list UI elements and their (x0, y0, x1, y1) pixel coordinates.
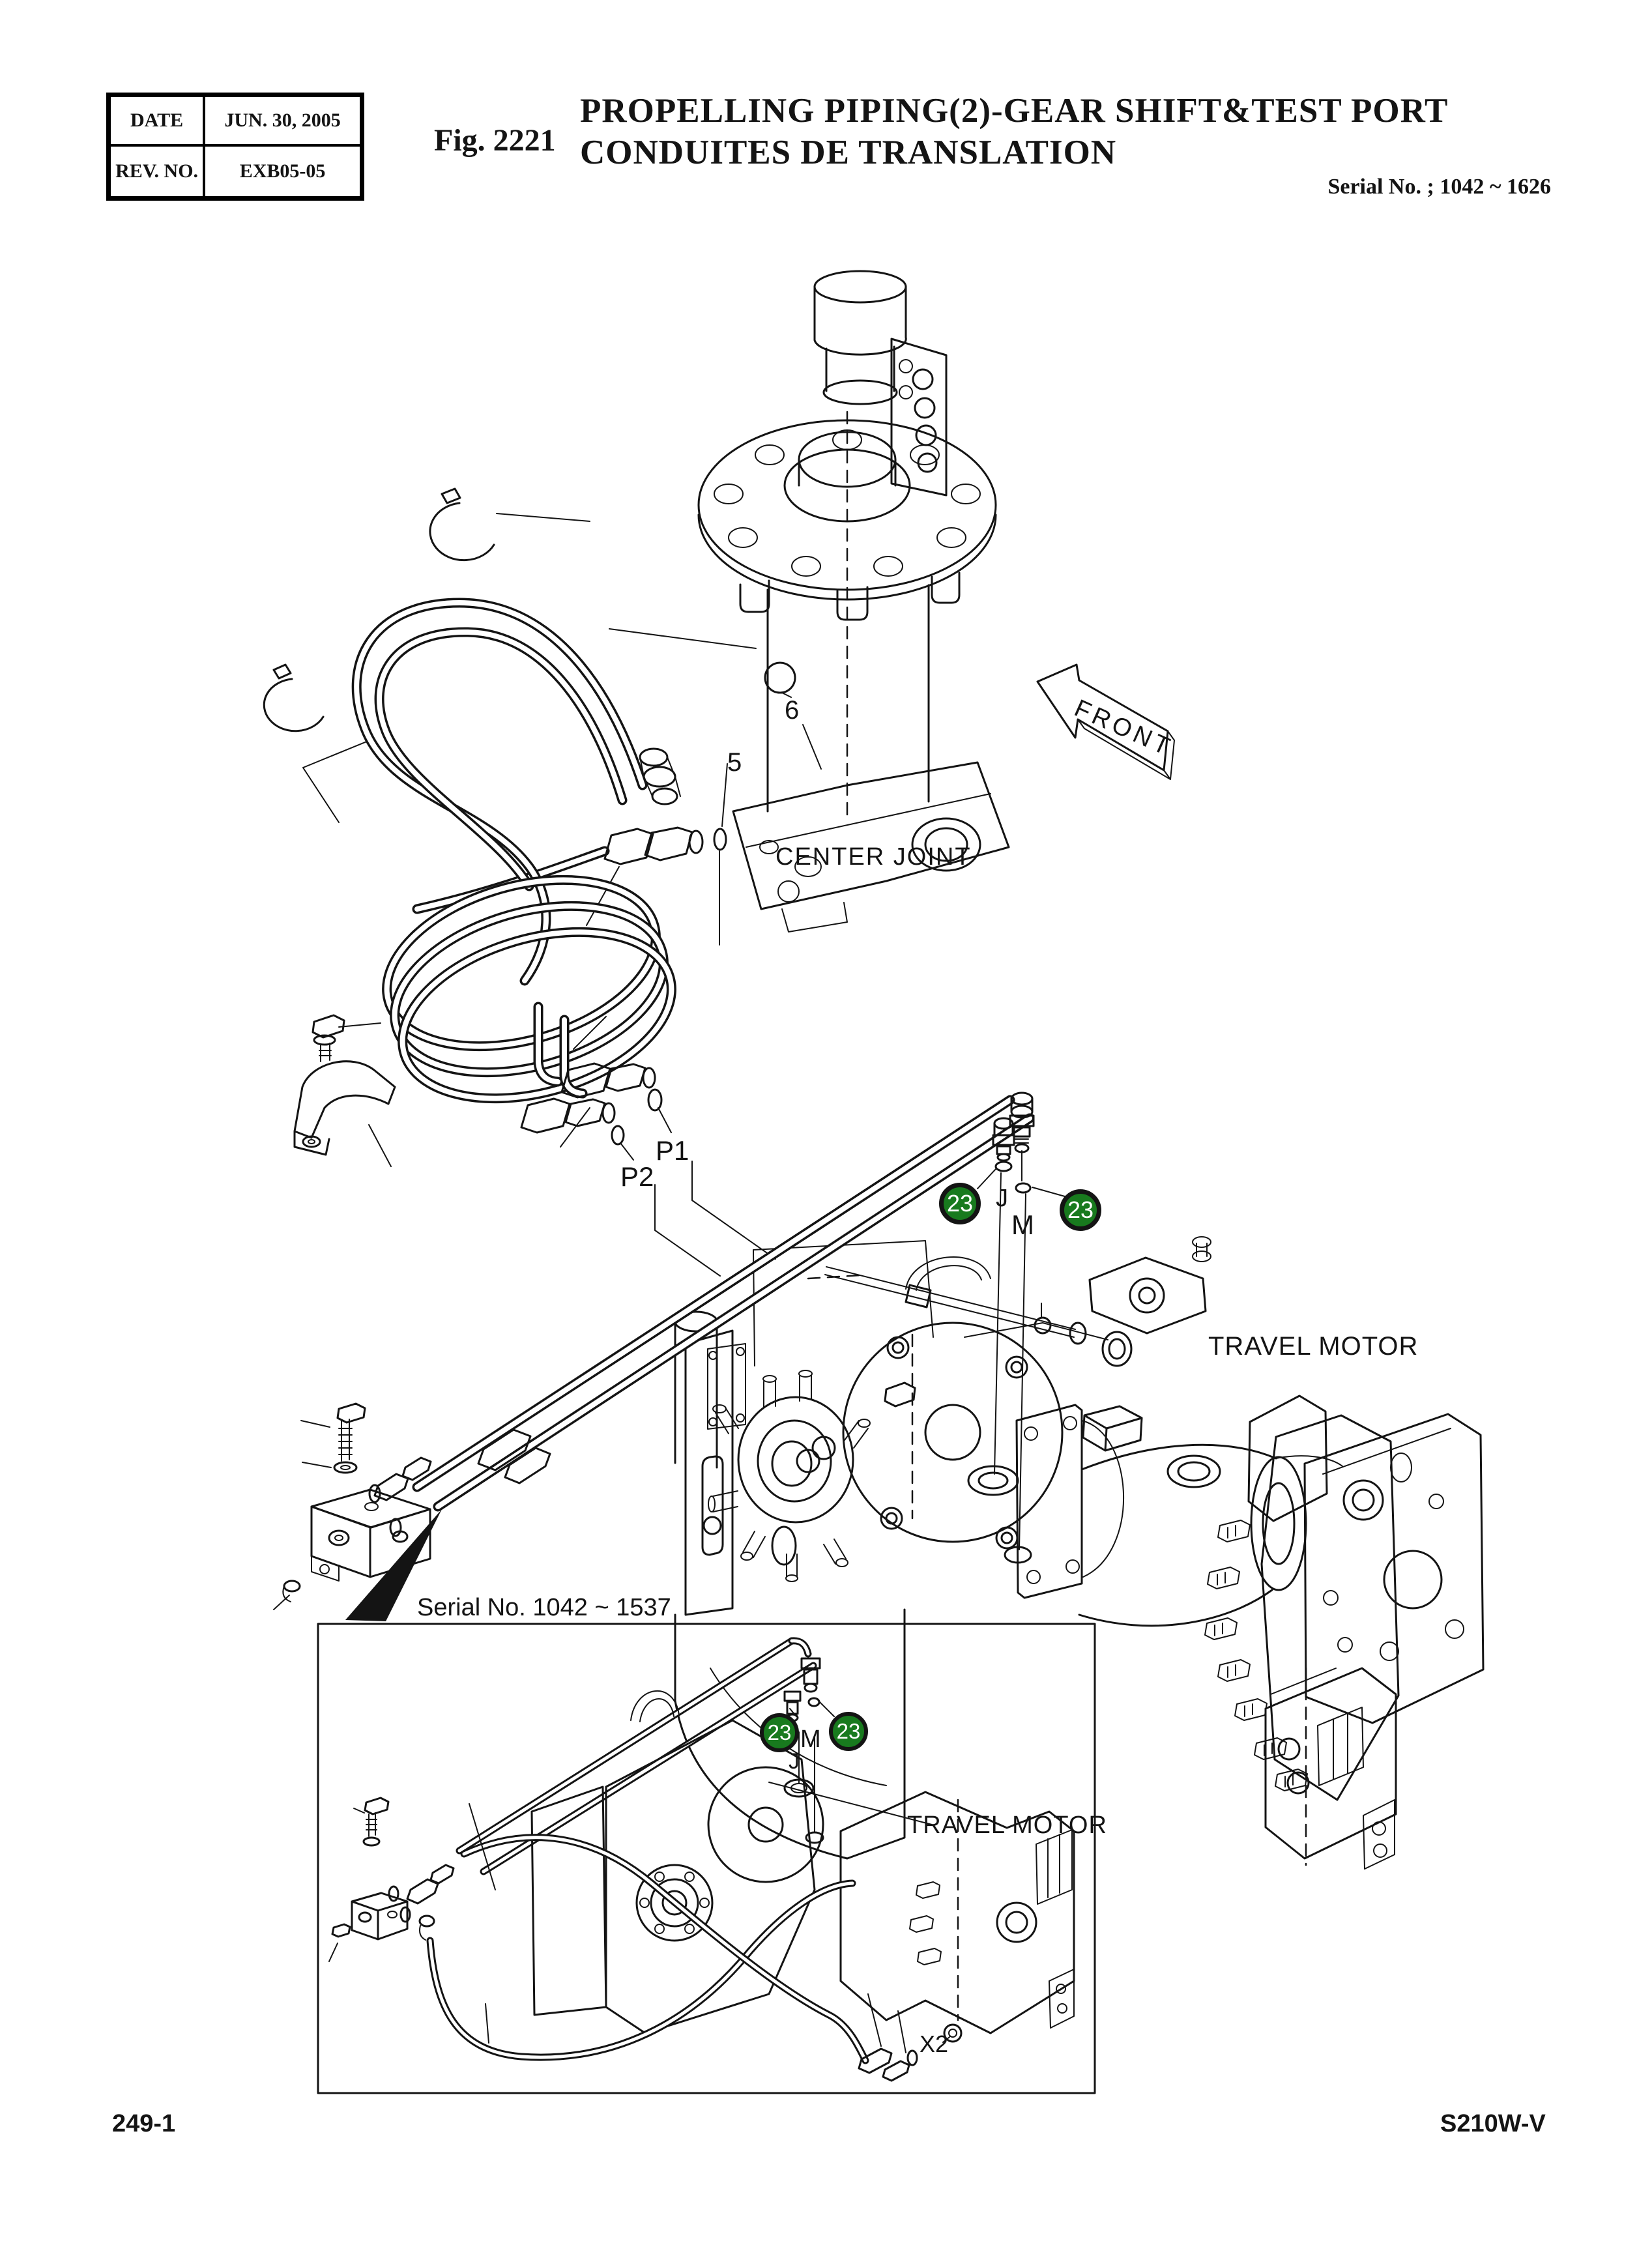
callout-j: J (996, 1185, 1008, 1212)
revision-table-label: REV. NO. (111, 147, 206, 196)
revision-table: DATE JUN. 30, 2005 REV. NO. EXB05-05 (106, 93, 364, 201)
callout-m: M (1011, 1209, 1034, 1240)
inset-callout-j: J (789, 1749, 800, 1774)
front-direction-arrow: FRONT (1036, 663, 1177, 780)
center-joint-label: CENTER JOINT (775, 843, 972, 871)
callout-p1: P1 (656, 1135, 689, 1166)
part-badge-23: 23 (1060, 1189, 1101, 1231)
long-hoses (412, 1095, 1035, 1512)
inset-pointer-triangle (345, 1509, 442, 1621)
page-title-line2: CONDUITES DE TRANSLATION (580, 134, 1117, 171)
callout-x2: X2 (920, 2031, 949, 2057)
callout-6: 6 (785, 696, 800, 725)
model-code: S210W-V (1440, 2110, 1546, 2137)
inset-part-badge-23: 23 (829, 1712, 868, 1751)
callout-5: 5 (727, 748, 742, 777)
page-title-line1: PROPELLING PIPING(2)-GEAR SHIFT&TEST POR… (580, 92, 1449, 130)
inset-serial-note: Serial No. 1042 ~ 1537 (417, 1594, 671, 1621)
inset-border (317, 1623, 1096, 2094)
callout-p2: P2 (620, 1161, 654, 1192)
inset-diagram (317, 1623, 1096, 2094)
figure-number: Fig. 2221 (434, 123, 556, 158)
inset-callout-m: M (800, 1726, 821, 1753)
hose-loops (351, 598, 776, 1277)
revision-table-value: JUN. 30, 2005 (205, 97, 360, 147)
travel-motor-label: TRAVEL MOTOR (1208, 1332, 1419, 1361)
clips-and-bracket (263, 487, 590, 1167)
serial-range-note: Serial No. ; 1042 ~ 1626 (1327, 175, 1551, 199)
shuttle-valve-block (273, 1402, 432, 1610)
inset-machine (328, 1637, 1075, 2082)
revision-table-label: DATE (111, 97, 206, 147)
gear-shift-fittings (967, 1092, 1065, 1564)
page-number: 249-1 (112, 2110, 176, 2137)
hex-plugs (1204, 1520, 1308, 1791)
inset-travel-motor-label: TRAVEL MOTOR (907, 1812, 1107, 1839)
machine-assembly (674, 1236, 1485, 1870)
inset-part-badge-23: 23 (760, 1713, 799, 1752)
part-badge-23: 23 (939, 1183, 981, 1224)
revision-table-value: EXB05-05 (239, 160, 326, 182)
page-title: PROPELLING PIPING(2)-GEAR SHIFT&TEST POR… (580, 90, 1492, 173)
